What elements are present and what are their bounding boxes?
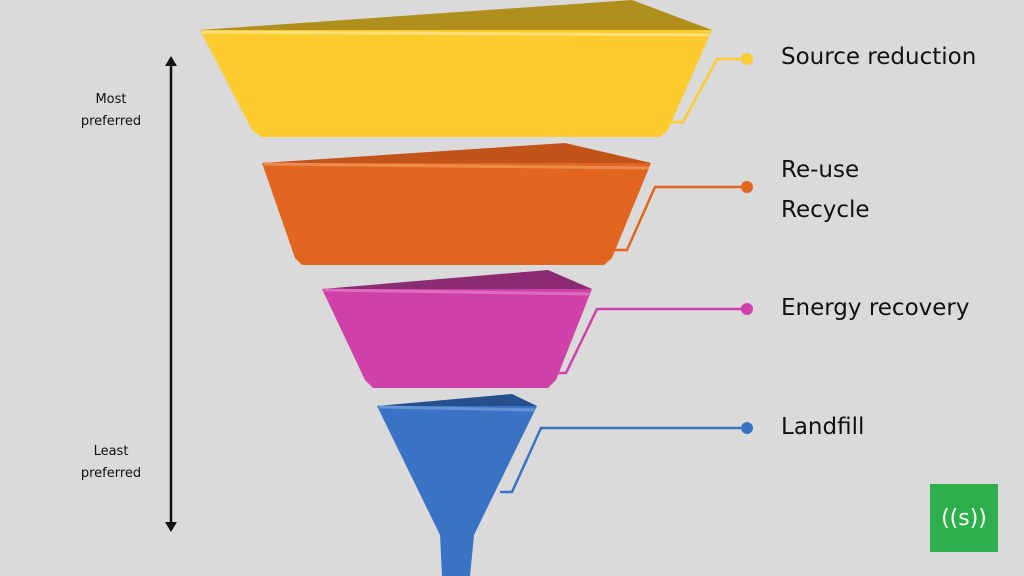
brand-logo: ((s))	[930, 484, 998, 552]
preferred-text: preferred	[80, 114, 142, 129]
label-recycle: Recycle	[781, 197, 870, 223]
connector-landfill	[500, 426, 745, 494]
most-text: Most	[95, 92, 127, 107]
connector-reuse-recycle	[612, 185, 745, 252]
preference-arrow	[165, 56, 177, 532]
tier-landfill	[377, 406, 537, 576]
tier-reuse-recycle	[262, 163, 651, 265]
label-landfill: Landfill	[781, 414, 865, 440]
tier-energy-recovery	[322, 289, 592, 388]
least-preferred-label: Least preferred	[66, 441, 156, 485]
preferred-text: preferred	[80, 466, 142, 481]
tier-energy-recovery-top	[322, 270, 592, 289]
label-source-reduction: Source reduction	[781, 44, 977, 70]
tier-source-reduction	[200, 30, 712, 137]
label-reuse: Re-use	[781, 157, 860, 183]
least-text: Least	[93, 444, 129, 459]
tier-reuse-recycle-top	[262, 143, 651, 163]
connector-energy-recovery	[550, 307, 745, 375]
tier-source-reduction-top	[200, 0, 712, 30]
most-preferred-label: Most preferred	[66, 89, 156, 133]
label-energy-recovery: Energy recovery	[781, 295, 970, 321]
connector-source-reduction	[668, 57, 745, 124]
tier-landfill-top	[377, 394, 537, 406]
